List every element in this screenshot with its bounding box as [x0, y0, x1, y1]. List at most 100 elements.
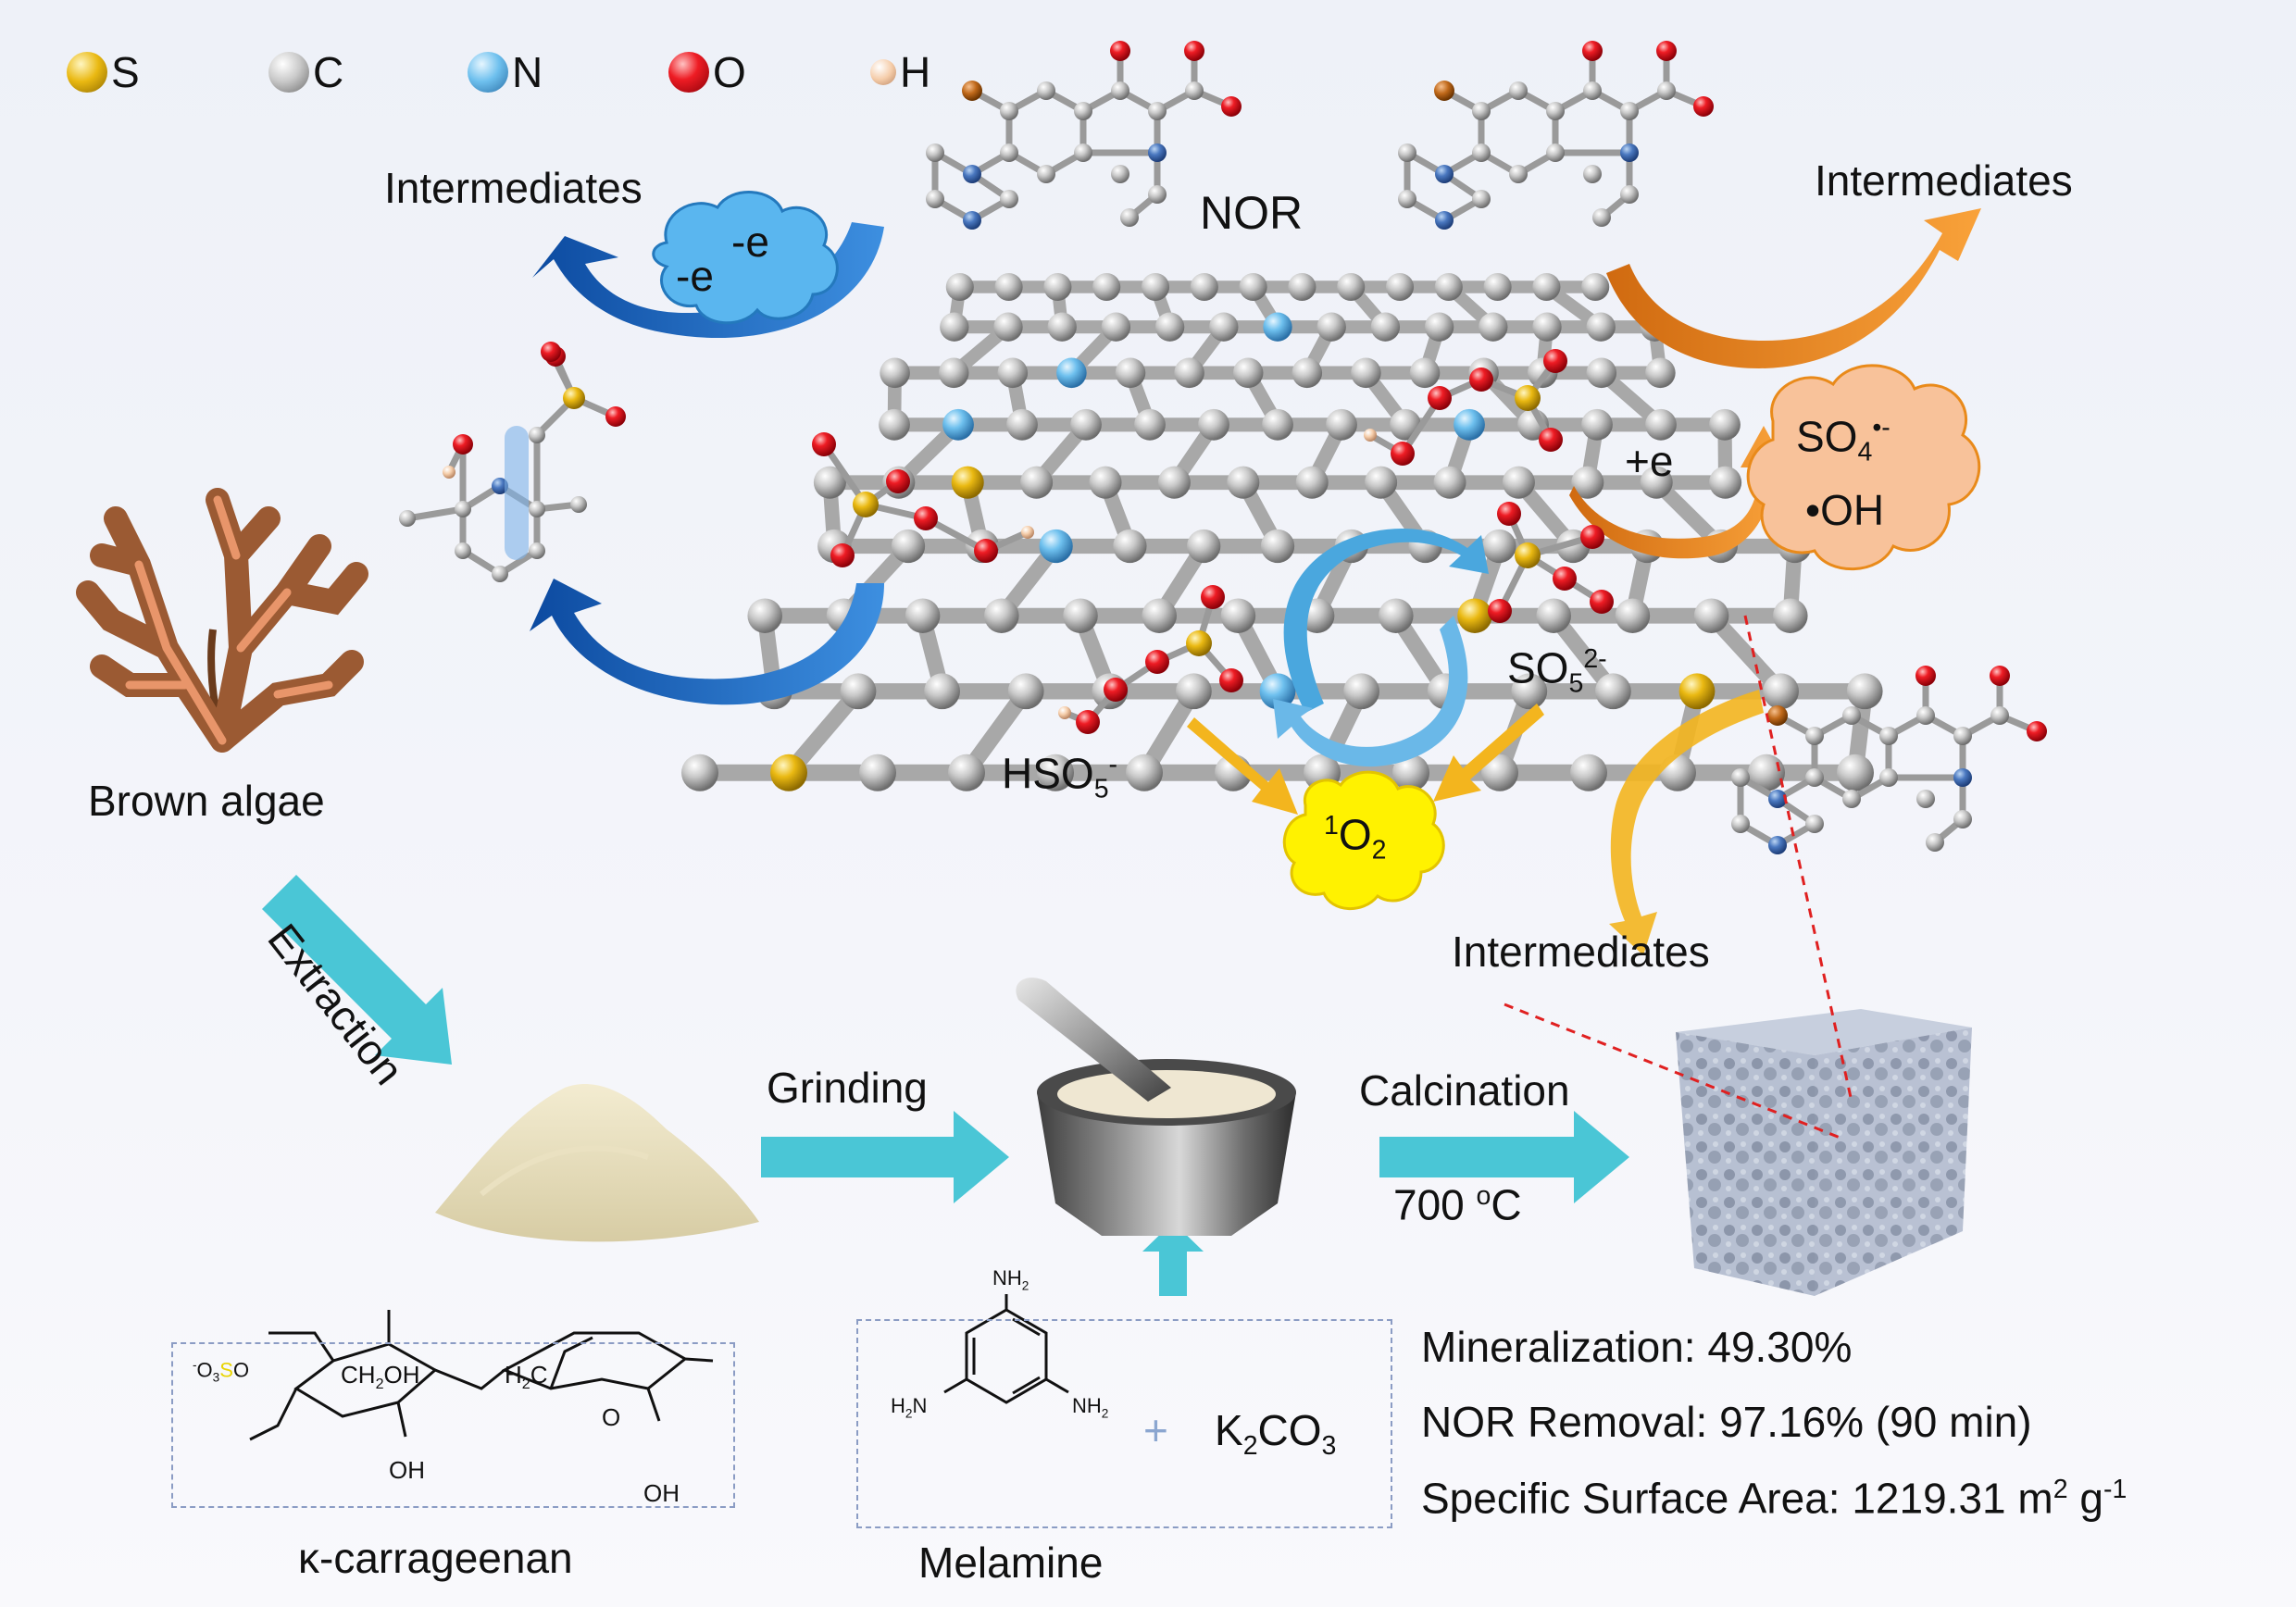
- sulfur-atom: [563, 387, 585, 409]
- carbon-atom: [1645, 408, 1677, 441]
- carbon-atom: [1472, 143, 1491, 162]
- grinding-label: Grinding: [767, 1064, 928, 1112]
- carbon-atom: [1047, 312, 1077, 342]
- carbon-atom: [994, 272, 1023, 302]
- carbon-atom: [1763, 673, 1799, 710]
- carbon-atom: [1434, 272, 1463, 302]
- carbon-atom: [1148, 185, 1167, 204]
- carbon-atom: [1092, 272, 1121, 302]
- carbon-atom: [1805, 727, 1824, 745]
- singlet-sup: 1: [1324, 811, 1339, 841]
- surface-area-sup2: -1: [2103, 1475, 2128, 1504]
- carbon-atom: [1000, 190, 1018, 208]
- oxygen-atom: [453, 434, 473, 455]
- carbon-atom: [1198, 408, 1229, 441]
- carbon-atom: [1640, 466, 1673, 499]
- electron-label-2: -e: [731, 218, 769, 266]
- carbon-atom: [1043, 272, 1072, 302]
- nitrogen-atom: [492, 478, 508, 494]
- carbon-atom: [1398, 190, 1416, 208]
- carbon-atom: [1351, 357, 1381, 389]
- carbon-atom: [1316, 312, 1346, 342]
- attack-highlight: [505, 426, 529, 560]
- carbon-atom: [1546, 143, 1565, 162]
- legend-nitrogen: N: [468, 44, 543, 100]
- carbon-atom: [1154, 312, 1185, 342]
- carbon-atom: [840, 673, 877, 710]
- surface-area-g: g: [2067, 1474, 2103, 1523]
- oxygen-atom: [1543, 349, 1567, 373]
- molecule-bond: [404, 505, 467, 522]
- carbon-atom: [529, 427, 545, 443]
- carbon-atom: [1392, 754, 1429, 791]
- oxygen-atom: [974, 539, 998, 563]
- carbon-atom: [1115, 357, 1146, 389]
- carbon-atom: [1126, 754, 1163, 791]
- carbon-atom: [399, 510, 416, 527]
- carrageenan-oh-label-1: OH: [389, 1456, 425, 1484]
- oxygen-atom: [1145, 650, 1169, 674]
- carbon-atom: [1953, 810, 1972, 828]
- nitrogen-atom: [1435, 211, 1454, 230]
- oxygen-atom: [1201, 585, 1225, 609]
- carbon-atom: [1037, 81, 1055, 100]
- carbon-atom: [1070, 408, 1102, 441]
- nor-molecule-top: [926, 41, 1242, 230]
- carbon-atom: [1511, 673, 1548, 710]
- carbon-atom: [1748, 754, 1785, 791]
- carbon-atom: [1953, 727, 1972, 745]
- legend-hydrogen: H: [870, 44, 930, 100]
- carbon-atom: [1074, 102, 1092, 120]
- k2co3-label: K2CO3: [1215, 1409, 1336, 1460]
- carbon-atom: [1089, 466, 1122, 499]
- carbon-atom: [1000, 102, 1018, 120]
- carbon-atom: [1731, 768, 1750, 787]
- sulfur-atom-icon: [67, 52, 107, 93]
- carrageenan-powder: [435, 1084, 759, 1242]
- carbon-atom: [1101, 312, 1131, 342]
- carbon-atom: [1063, 598, 1098, 633]
- carrageenan-box: [171, 1342, 735, 1508]
- k2co3-sub2: 3: [1321, 1431, 1337, 1462]
- intermediates-label-bottom: Intermediates: [1452, 928, 1710, 976]
- so5-sub: 5: [1568, 668, 1584, 699]
- nitrogen-atom: [963, 211, 981, 230]
- temperature-degree: o: [1476, 1181, 1491, 1211]
- carbon-atom: [1583, 165, 1602, 183]
- carbon-atom: [1926, 833, 1944, 852]
- carbon-atom: [993, 312, 1023, 342]
- nor-molecule-right: [1731, 666, 2047, 854]
- blue-arrow-bottom: [530, 579, 884, 705]
- carbon-atom: [1037, 165, 1055, 183]
- carrageenan-ch2oh-label: CH2OH: [341, 1363, 420, 1391]
- h2c-c: C: [530, 1361, 548, 1389]
- nitrogen-atom: [1953, 768, 1972, 787]
- carbon-atom: [1842, 790, 1861, 808]
- carbon-atom: [1620, 185, 1639, 204]
- electron-cloud: [652, 191, 839, 325]
- nitrogen-atom: [942, 408, 974, 441]
- carbon-atom: [1570, 754, 1607, 791]
- carbon-atom: [1227, 466, 1260, 499]
- carbon-atom: [747, 598, 782, 633]
- so4-cloud: [1746, 364, 1981, 571]
- legend-oxygen: O: [668, 44, 746, 100]
- oxygen-atom: [830, 543, 855, 567]
- so4-sub: 4: [1857, 437, 1873, 467]
- so4-base: SO: [1796, 412, 1858, 461]
- carbon-atom: [455, 542, 471, 559]
- oxygen-atom: [1469, 367, 1493, 392]
- mineralization-result: Mineralization: 49.30%: [1421, 1323, 1853, 1371]
- nh2-left-sub: 2: [905, 1406, 913, 1421]
- oxygen-atom: [914, 506, 938, 530]
- oxygen-atom-icon: [668, 52, 709, 93]
- hydrogen-atom: [443, 466, 455, 479]
- temperature-unit: C: [1491, 1180, 1522, 1229]
- carbon-atom: [1385, 272, 1415, 302]
- carbon-atom: [1379, 598, 1414, 633]
- carbon-atom: [1571, 466, 1604, 499]
- carbon-atom: [1134, 408, 1166, 441]
- plus-electron-label: +e: [1625, 437, 1674, 485]
- oxygen-atom: [541, 342, 561, 362]
- surface-area-text: Specific Surface Area: 1219.31 m: [1421, 1474, 2053, 1523]
